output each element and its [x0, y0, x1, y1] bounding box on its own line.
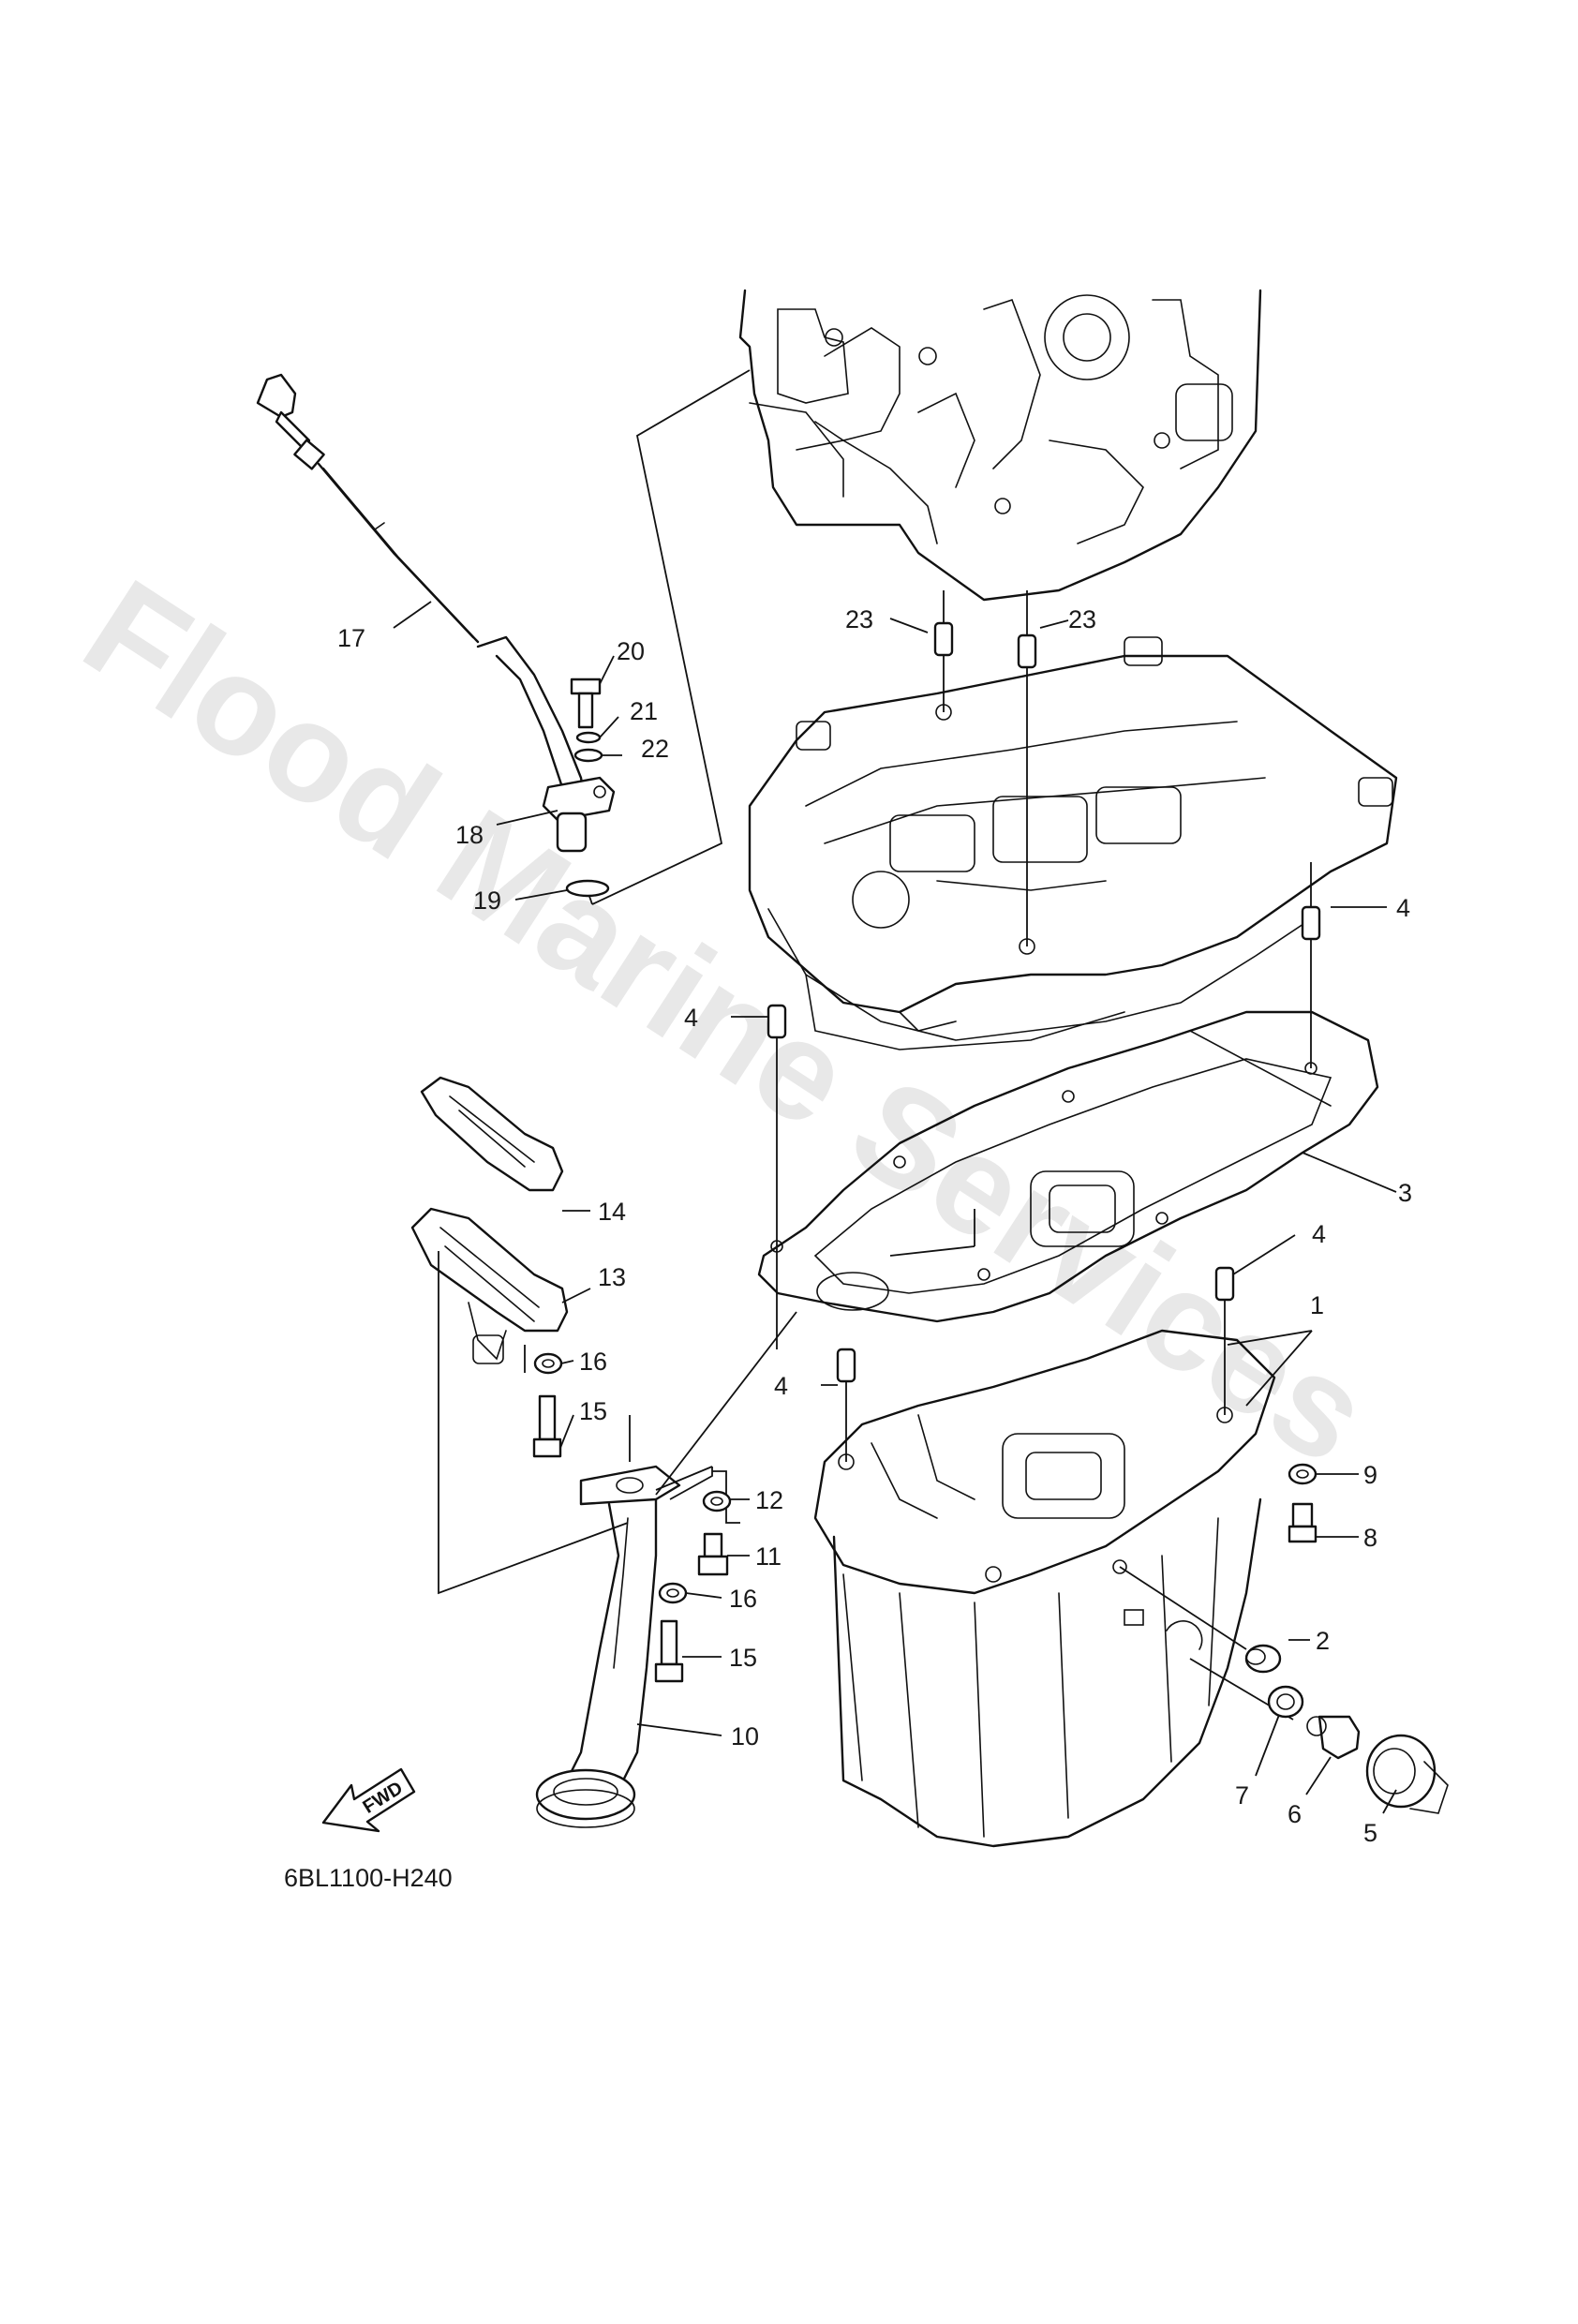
plug-2 — [1244, 1644, 1282, 1674]
dipstick-guide — [476, 635, 616, 853]
callout-23a: 23 — [845, 605, 873, 633]
dowel-pin-4-lower-left — [836, 1348, 856, 1462]
callout-12: 12 — [755, 1486, 783, 1514]
callout-6: 6 — [1288, 1800, 1302, 1828]
dowel-pin-23-left — [933, 590, 954, 712]
washer-16-lower — [658, 1582, 688, 1604]
dowel-pin-4-upper-left — [767, 1004, 787, 1349]
washer-12 — [702, 1490, 732, 1512]
oil-strainer — [535, 1465, 681, 1828]
callout-2: 2 — [1316, 1627, 1330, 1655]
callout-4a: 4 — [1396, 894, 1410, 922]
callout-13: 13 — [598, 1263, 626, 1291]
callout-8: 8 — [1363, 1524, 1377, 1552]
callout-7: 7 — [1235, 1781, 1249, 1810]
dowel-pin-23-right — [1017, 590, 1037, 946]
callout-18: 18 — [455, 821, 484, 849]
washer-16-upper — [533, 1352, 563, 1375]
bolt-11 — [697, 1532, 729, 1576]
washer-22 — [573, 748, 603, 763]
washer-9 — [1288, 1463, 1317, 1485]
callout-22: 22 — [641, 735, 669, 763]
o-ring-19 — [565, 879, 610, 898]
callout-16b: 16 — [729, 1585, 757, 1613]
callout-1: 1 — [1310, 1291, 1324, 1319]
watermark-text: Flood Marine Services — [59, 549, 1396, 1494]
callout-leaders — [393, 601, 1397, 1814]
oil-pan — [813, 1329, 1276, 1848]
callout-5: 5 — [1363, 1819, 1377, 1847]
bolt-15-upper — [532, 1394, 562, 1458]
engine-block — [738, 289, 1262, 602]
callout-20: 20 — [617, 637, 645, 665]
gasket-14 — [420, 1076, 564, 1192]
callout-4d: 4 — [774, 1372, 788, 1400]
callout-23b: 23 — [1068, 605, 1096, 633]
callout-19: 19 — [473, 886, 501, 915]
callout-15b: 15 — [729, 1644, 757, 1672]
callout-14: 14 — [598, 1198, 626, 1226]
callout-10: 10 — [731, 1722, 759, 1750]
callout-4c: 4 — [1312, 1220, 1326, 1248]
washer-7 — [1267, 1685, 1304, 1719]
plate-13 — [410, 1207, 569, 1364]
fwd-arrow: FWD — [321, 1767, 416, 1833]
plate-leaders — [438, 1251, 629, 1595]
callout-9: 9 — [1363, 1461, 1377, 1489]
callout-3: 3 — [1398, 1179, 1412, 1207]
bolt-20 — [570, 678, 602, 729]
washer-21 — [575, 731, 602, 744]
callout-labels: 1 2 3 4 4 4 4 5 6 7 8 9 10 11 12 13 14 1… — [337, 605, 1412, 1847]
exhaust-guide — [748, 636, 1398, 1050]
leader-bracket-lines — [585, 369, 751, 905]
gasket — [757, 1010, 1379, 1323]
callout-4b: 4 — [684, 1004, 698, 1032]
reference-code: 6BL1100-H240 — [284, 1864, 453, 1892]
drain-leader — [1119, 1566, 1294, 1721]
callout-15a: 15 — [579, 1397, 607, 1425]
dowel-pin-4-upper-right — [1301, 862, 1321, 1068]
bolt-15-lower — [654, 1619, 684, 1683]
bolt-8 — [1288, 1502, 1317, 1543]
callout-11: 11 — [755, 1542, 782, 1571]
cap-5 — [1365, 1734, 1449, 1814]
callout-16a: 16 — [579, 1348, 607, 1376]
callout-17: 17 — [337, 624, 365, 652]
drain-bolt-6 — [1306, 1715, 1361, 1760]
callout-21: 21 — [630, 697, 658, 725]
dowel-pin-4-lower-right — [1214, 1266, 1235, 1415]
dipstick — [256, 373, 480, 644]
